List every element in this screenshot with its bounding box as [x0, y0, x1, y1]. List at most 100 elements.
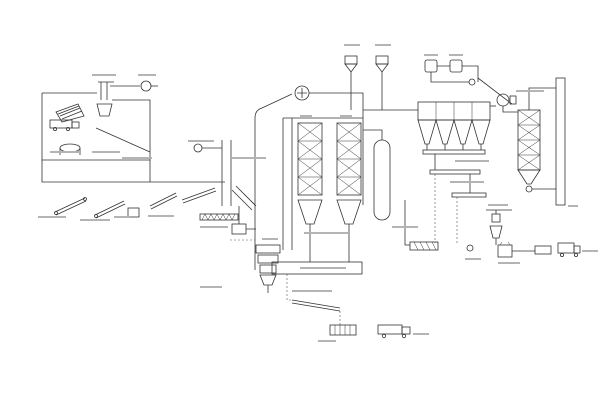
ash-truck [377, 324, 411, 339]
illegible-label [148, 215, 174, 217]
baghouse-hopper [453, 119, 473, 150]
illegible-label [375, 44, 391, 46]
flue-duct [254, 93, 293, 270]
fly-ash-conveyor [429, 169, 481, 175]
ash-hopper [336, 199, 362, 225]
illegible-label [122, 157, 152, 159]
residue-line [486, 209, 512, 214]
scrubber-stack [490, 77, 566, 206]
inclined-conveyor [54, 197, 87, 216]
illegible-label [300, 267, 346, 269]
valve-icon [466, 244, 474, 252]
feeder-box [127, 207, 140, 218]
illegible-label [114, 216, 130, 218]
scrubber-sump [517, 169, 541, 185]
drain-line [404, 200, 410, 246]
illegible-label [413, 333, 429, 335]
ash-collector-bar [271, 261, 363, 275]
heat-exchanger [336, 122, 362, 196]
illegible-label [344, 44, 360, 46]
illegible-label [38, 216, 66, 218]
boiler-riser [282, 118, 293, 250]
illegible-label [80, 219, 110, 221]
baghouse-bags [435, 102, 473, 120]
fly-ash-conveyor [422, 149, 486, 155]
ash-conveyor [291, 299, 341, 312]
illegible-label [292, 290, 332, 292]
heat-exchanger-tubes [297, 122, 323, 196]
feed-conveyors [54, 185, 257, 221]
truck-wheel [401, 333, 407, 339]
flue-duct-top [309, 92, 364, 118]
dosing-system [424, 59, 513, 105]
illegible-label [449, 54, 463, 56]
bulk-bag-handles [499, 241, 511, 246]
grate-stage [255, 244, 281, 254]
bottom-ash-handling [230, 239, 411, 339]
reagent-cone [375, 63, 389, 110]
truck-body [49, 119, 73, 129]
illegible-label [188, 140, 214, 142]
grate-stage [257, 254, 279, 264]
illegible-label [392, 226, 418, 228]
residue-tank [491, 213, 501, 223]
illegible-label [582, 250, 598, 252]
residue-storage [534, 245, 552, 255]
truck-cab [71, 121, 80, 129]
truck-body [557, 242, 575, 254]
illegible-label [424, 54, 438, 56]
delivery-truck-left [49, 103, 85, 132]
bottom-ash-hopper [259, 274, 277, 286]
truck-cab [401, 326, 411, 335]
boiler [254, 85, 364, 293]
screw-conveyor [199, 213, 239, 221]
truck-dump-bed [55, 103, 85, 123]
inclined-conveyor [94, 200, 126, 219]
crane-grab [96, 103, 113, 117]
fan-icon [140, 80, 152, 92]
crane-building-outline [41, 92, 151, 161]
crane-building [41, 80, 225, 183]
fan-motor [509, 95, 517, 105]
illegible-label [262, 238, 278, 240]
crane-frame [98, 81, 114, 100]
illegible-label [304, 232, 348, 234]
stack [555, 77, 566, 206]
feed-chute [193, 140, 256, 235]
grate-stage [259, 264, 277, 274]
reagent-tank [344, 55, 358, 65]
truck-cab [573, 245, 581, 254]
illegible-label [488, 204, 508, 206]
dosing-tank [449, 59, 463, 73]
illegible-label [498, 262, 520, 264]
slag-bin [329, 324, 357, 336]
illegible-label [232, 157, 266, 159]
illegible-label [455, 160, 489, 162]
scrubber-packing [517, 109, 541, 171]
fly-ash-conveyor [451, 192, 487, 198]
illegible-label [50, 151, 80, 153]
ash-route [286, 274, 292, 301]
hopper-box [231, 223, 247, 235]
baghouse-hopper [417, 119, 437, 150]
fan-icon [193, 143, 203, 153]
pump-icon [525, 185, 533, 193]
chute-wall [221, 140, 232, 206]
hopper-feed [238, 206, 256, 230]
baghouse-hopper [471, 119, 491, 150]
fly-ash-route [434, 174, 458, 243]
truck-body [377, 324, 403, 335]
ram-feeder [231, 185, 257, 211]
screw-flight [201, 213, 236, 221]
baghouse-hopper [435, 119, 455, 150]
residue-truck [557, 242, 581, 257]
illegible-label [92, 151, 120, 153]
illegible-label [200, 226, 228, 228]
heat-exchanger-tubes [336, 122, 362, 196]
fan-blade [297, 88, 307, 98]
illegible-label [340, 115, 352, 117]
flue-duct [502, 106, 518, 113]
conveyor-roller [83, 197, 87, 201]
slag-bin-ribs [334, 325, 351, 335]
